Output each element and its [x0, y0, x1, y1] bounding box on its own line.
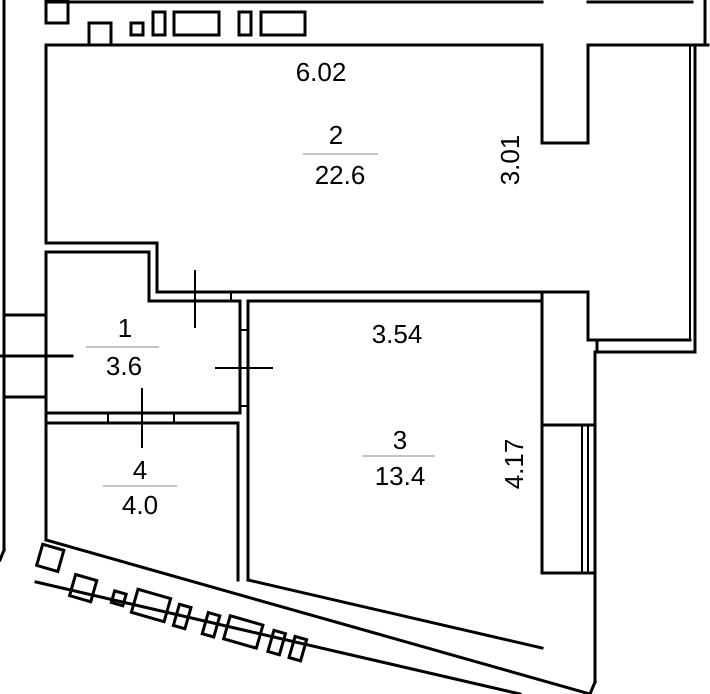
room-1-area: 3.6 [106, 351, 142, 381]
top-wall-band [44, 0, 710, 47]
room-3-walls [246, 290, 597, 694]
dimension-room2-depth: 3.01 [495, 135, 525, 186]
room-label-1: 1 3.6 [86, 313, 159, 381]
room-label-2: 2 22.6 [303, 120, 378, 190]
room-2-number: 2 [329, 120, 343, 150]
room-1-walls [44, 241, 544, 582]
room-3-number: 3 [393, 425, 407, 455]
dimension-room2-width: 6.02 [296, 57, 347, 87]
bottom-wall-band [34, 538, 592, 694]
room-4-area: 4.0 [122, 490, 158, 520]
room-2-area: 22.6 [315, 160, 366, 190]
room-3-area: 13.4 [375, 461, 426, 491]
room-label-4: 4 4.0 [103, 455, 177, 520]
room-1-number: 1 [118, 313, 132, 343]
dimension-room3-width: 3.54 [372, 319, 423, 349]
left-corridor-walls [0, 0, 74, 562]
dimension-room3-depth: 4.17 [499, 439, 529, 490]
room-label-3: 3 13.4 [362, 425, 435, 491]
room-4-number: 4 [133, 455, 147, 485]
room-2-walls [44, 43, 697, 354]
